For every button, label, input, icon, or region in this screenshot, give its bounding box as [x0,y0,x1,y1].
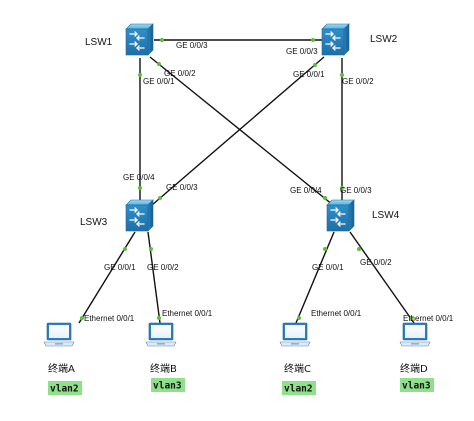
terminal-d[interactable]: 终端D vlan3 [399,322,434,392]
switch-lsw1[interactable]: LSW1 [85,23,154,56]
link-lsw4-terminal-c [295,231,335,324]
port-label-lsw1-ge003: GE 0/0/3 [176,41,208,50]
laptop-icon [399,322,431,347]
port-dot [138,186,142,190]
port-label-lsw4-ge004: GE 0/0/4 [290,186,322,195]
vlan-badge [400,378,434,392]
port-dot [323,247,327,251]
switch-icon [321,23,350,56]
switch-label: LSW4 [372,210,400,221]
port-label-terminal-c: Ethernet 0/0/1 [311,309,362,318]
port-dot [157,316,161,320]
switch-icon [125,199,154,232]
vlan-label: vlan2 [50,384,79,395]
port-label-lsw2-ge002: GE 0/0/2 [342,77,374,86]
port-dot [357,247,361,251]
switch-label: LSW2 [370,34,398,45]
port-dot [340,186,344,190]
terminal-label: 终端D [400,362,428,375]
switch-label: LSW1 [85,37,113,48]
switch-icon [326,199,355,232]
port-dot [311,38,315,42]
port-label-lsw3-ge003: GE 0/0/3 [166,183,198,192]
port-dot [409,316,413,320]
switch-label: LSW3 [80,217,108,228]
port-label-lsw4-ge001: GE 0/0/1 [312,263,344,272]
port-label-lsw1-ge002: GE 0/0/2 [164,69,196,78]
port-label-lsw3-ge002: GE 0/0/2 [147,263,179,272]
vlan-badge [48,381,82,395]
link-lsw1-lsw4 [149,56,334,206]
terminal-c[interactable]: 终端C vlan2 [279,322,316,395]
port-label-terminal-a: Ethernet 0/0/1 [84,314,135,323]
terminal-a[interactable]: 终端A vlan2 [43,322,82,395]
terminal-b[interactable]: 终端B vlan3 [145,322,185,392]
port-dot [80,316,84,320]
port-label-lsw4-ge003: GE 0/0/3 [340,186,372,195]
port-dot [157,62,161,66]
port-dot [340,73,344,77]
laptop-icon [145,322,177,347]
port-label-terminal-d: Ethernet 0/0/1 [403,314,454,323]
switch-lsw4[interactable]: LSW4 [326,199,400,232]
link-lsw4-terminal-d [349,231,415,324]
laptop-icon [43,322,75,347]
port-dot [138,73,142,77]
port-dot [158,196,162,200]
link-lsw2-lsw3 [151,56,325,206]
switch-lsw3[interactable]: LSW3 [80,199,154,232]
link-lsw3-terminal-b [147,231,161,324]
port-label-lsw3-ge001: GE 0/0/1 [104,263,136,272]
terminal-label: 终端A [48,362,75,375]
port-label-lsw2-ge001: GE 0/0/1 [293,70,325,79]
terminal-label: 终端C [284,362,311,375]
port-dot [297,316,301,320]
port-label-terminal-b: Ethernet 0/0/1 [162,309,213,318]
port-label-lsw3-ge004: GE 0/0/4 [123,173,155,182]
laptop-icon [279,322,311,347]
port-label-lsw1-ge001: GE 0/0/1 [143,77,175,86]
port-dot [160,38,164,42]
port-dot [313,63,317,67]
switch-lsw2[interactable]: LSW2 [321,23,398,56]
port-dot [323,196,327,200]
port-label-lsw2-ge003: GE 0/0/3 [286,47,318,56]
link-lsw3-terminal-a [78,231,136,324]
vlan-badge [151,378,185,392]
terminal-label: 终端B [150,362,177,375]
port-dot [123,247,127,251]
port-label-lsw4-ge002: GE 0/0/2 [360,258,392,267]
switch-icon [125,23,154,56]
port-labels: GE 0/0/3 GE 0/0/3 GE 0/0/2 GE 0/0/1 GE 0… [84,41,454,323]
port-dots [80,38,413,320]
vlan-label: vlan3 [402,381,431,392]
vlan-label: vlan3 [153,381,182,392]
port-dot [149,247,153,251]
vlan-label: vlan2 [284,384,313,395]
vlan-badge [282,381,316,395]
